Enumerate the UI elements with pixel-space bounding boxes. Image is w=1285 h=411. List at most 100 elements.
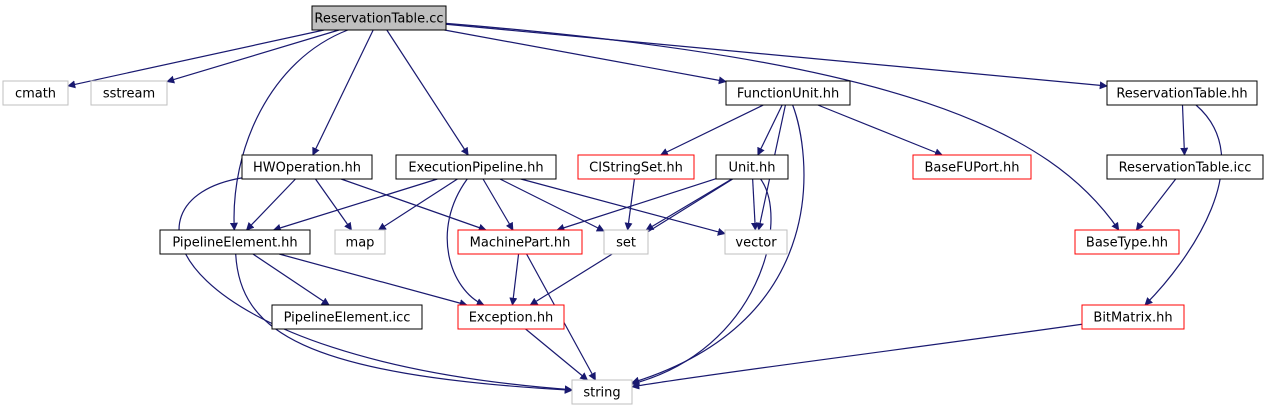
node-string[interactable]: string [571, 379, 633, 405]
edge-reservationtable_cc-to-pipelineelement_hh [229, 29, 349, 231]
node-label: BitMatrix.hh [1093, 311, 1172, 326]
edge-functionunit_hh-to-string [631, 104, 805, 385]
edge-exception_hh-to-string [525, 328, 589, 381]
node-box [912, 154, 1032, 180]
node-label: string [583, 386, 620, 401]
node-box [577, 154, 695, 180]
node-reservationtable-cc[interactable]: ReservationTable.cc [311, 5, 447, 31]
edge-reservationtable_hh-to-bitmatrix_hh [1144, 104, 1223, 306]
edge-unit_hh-to-string [631, 178, 772, 387]
node-box [90, 80, 168, 106]
node-box [725, 80, 851, 106]
node-label: PipelineElement.hh [172, 236, 297, 251]
node-box [603, 229, 649, 255]
edge-executionpipeline_hh-to-set [499, 178, 605, 232]
node-box [457, 304, 565, 330]
node-label: FunctionUnit.hh [737, 87, 839, 102]
node-label: MachinePart.hh [470, 236, 571, 251]
node-box [571, 379, 633, 405]
node-sstream[interactable]: sstream [90, 80, 168, 106]
edge-executionpipeline_hh-to-pipelineelement_hh [272, 178, 438, 232]
edge-unit_hh-to-set [645, 178, 733, 231]
node-box [1074, 229, 1180, 255]
edge-reservationtable_cc-to-cmath [67, 29, 325, 89]
node-basefuport-hh[interactable]: BaseFUPort.hh [912, 154, 1032, 180]
node-box [311, 5, 447, 31]
node-pipelineelement-icc[interactable]: PipelineElement.icc [271, 304, 423, 330]
node-set[interactable]: set [603, 229, 649, 255]
edge-pipelineelement_hh-to-string [235, 253, 573, 394]
node-label: BaseType.hh [1086, 236, 1168, 251]
node-map[interactable]: map [334, 229, 386, 255]
node-executionpipeline-hh[interactable]: ExecutionPipeline.hh [395, 154, 557, 180]
node-box [241, 154, 373, 180]
edge-reservationtable_cc-to-hwoperation_hh [312, 29, 374, 156]
edge-unit_hh-to-machinepart_hh [556, 178, 717, 232]
node-bitmatrix-hh[interactable]: BitMatrix.hh [1081, 304, 1185, 330]
node-box [1081, 304, 1185, 330]
node-label: map [346, 236, 375, 251]
node-label: Unit.hh [728, 161, 775, 176]
node-layer: ReservationTable.cc cmath sstream FunctionU… [2, 5, 1264, 405]
node-box [271, 304, 423, 330]
edge-bitmatrix_hh-to-string [631, 323, 1083, 390]
node-label: PipelineElement.icc [284, 311, 411, 326]
node-label: ReservationTable.icc [1119, 161, 1252, 176]
node-label: ExecutionPipeline.hh [408, 161, 543, 176]
node-label: cmath [15, 87, 56, 102]
edge-cistringset_hh-to-set [624, 178, 635, 231]
node-label: CIStringSet.hh [589, 161, 683, 176]
node-hwoperation-hh[interactable]: HWOperation.hh [241, 154, 373, 180]
node-box [1106, 154, 1264, 180]
edge-reservationtable_cc-to-functionunit_hh [444, 29, 727, 85]
node-machinepart-hh[interactable]: MachinePart.hh [457, 229, 583, 255]
edge-machinepart_hh-to-exception_hh [509, 253, 520, 306]
edge-reservationtable_icc-to-basetype_hh [1135, 178, 1177, 231]
node-box [334, 229, 386, 255]
node-label: HWOperation.hh [253, 161, 361, 176]
edge-executionpipeline_hh-to-machinepart_hh [482, 178, 514, 231]
node-label: Exception.hh [469, 311, 554, 326]
node-box [715, 154, 789, 180]
node-label: ReservationTable.cc [314, 12, 443, 27]
edge-functionunit_hh-to-basefuport_hh [817, 104, 943, 157]
edge-executionpipeline_hh-to-exception_hh [446, 178, 485, 306]
node-box [395, 154, 557, 180]
node-reservationtable-icc[interactable]: ReservationTable.icc [1106, 154, 1264, 180]
node-label: set [616, 236, 636, 251]
node-vector[interactable]: vector [724, 229, 788, 255]
node-label: ReservationTable.hh [1116, 87, 1247, 102]
node-cistringset-hh[interactable]: CIStringSet.hh [577, 154, 695, 180]
edge-executionpipeline_hh-to-map [377, 178, 458, 231]
edge-reservationtable_cc-to-reservationtable_hh [445, 23, 1108, 90]
node-box [724, 229, 788, 255]
node-functionunit-hh[interactable]: FunctionUnit.hh [725, 80, 851, 106]
edge-hwoperation_hh-to-pipelineelement_hh [245, 178, 296, 231]
edge-pipelineelement_hh-to-pipelineelement_icc [252, 253, 330, 306]
node-exception-hh[interactable]: Exception.hh [457, 304, 565, 330]
edge-reservationtable_cc-to-basetype_hh [445, 22, 1120, 231]
node-box [1106, 80, 1258, 106]
edge-functionunit_hh-to-unit_hh [757, 104, 783, 156]
node-basetype-hh[interactable]: BaseType.hh [1074, 229, 1180, 255]
node-box [159, 229, 311, 255]
edge-unit_hh-to-vector [750, 178, 759, 231]
edge-hwoperation_hh-to-map [314, 178, 353, 231]
edge-executionpipeline_hh-to-vector [520, 178, 726, 236]
node-cmath[interactable]: cmath [2, 80, 69, 106]
node-box [457, 229, 583, 255]
edge-hwoperation_hh-to-string [178, 177, 573, 394]
node-reservationtable-hh[interactable]: ReservationTable.hh [1106, 80, 1258, 106]
node-label: BaseFUPort.hh [924, 161, 1019, 176]
node-label: vector [735, 236, 777, 251]
node-box [2, 80, 69, 106]
node-unit-hh[interactable]: Unit.hh [715, 154, 789, 180]
edge-functionunit_hh-to-cistringset_hh [659, 104, 764, 156]
edge-pipelineelement_hh-to-exception_hh [279, 253, 468, 307]
edge-reservationtable_hh-to-reservationtable_icc [1180, 104, 1189, 156]
edge-reservationtable_cc-to-executionpipeline_hh [386, 29, 469, 156]
edge-hwoperation_hh-to-machinepart_hh [340, 178, 487, 232]
node-label: sstream [103, 87, 155, 102]
node-pipelineelement-hh[interactable]: PipelineElement.hh [159, 229, 311, 255]
